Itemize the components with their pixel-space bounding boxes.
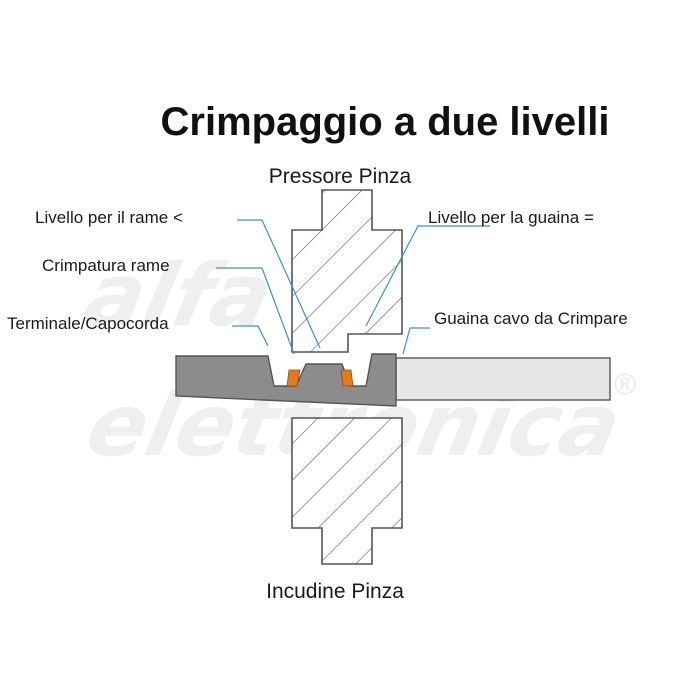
copper-strand-right: [340, 369, 354, 387]
leader-lines: [216, 219, 490, 355]
watermark-line1: alfa: [77, 245, 281, 346]
cable-sheath-label: Guaina cavo da Crimpare: [434, 309, 628, 328]
watermark-registered-mark: ®: [610, 368, 640, 403]
cable-sheath: [395, 357, 611, 401]
bottom-die-label: Incudine Pinza: [266, 580, 404, 603]
leader-sheath-level: [365, 225, 490, 327]
leader-copper-crimp: [216, 267, 295, 355]
copper-crimp-label: Crimpatura rame: [42, 256, 170, 275]
top-die-label: Pressore Pinza: [269, 165, 412, 188]
copper-level-label: Livello per il rame <: [35, 208, 183, 227]
sheath-level-label: Livello per la guaina =: [428, 208, 594, 227]
leader-copper-level: [237, 219, 321, 349]
terminal-label: Terminale/Capocorda: [7, 314, 169, 333]
leader-cable-sheath: [402, 327, 430, 355]
top-die: [291, 189, 403, 353]
copper-strand-left: [286, 369, 301, 387]
bottom-die: [291, 417, 403, 565]
leader-terminal: [232, 325, 269, 347]
diagram-title: Crimpaggio a due livelli: [161, 100, 610, 144]
